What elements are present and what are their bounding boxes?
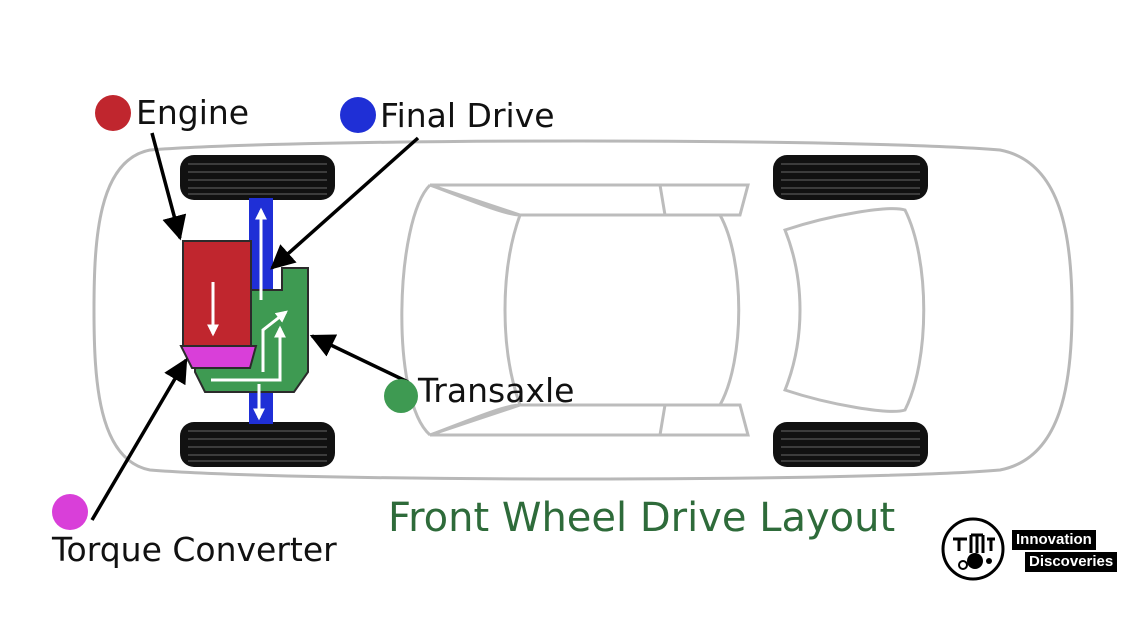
engine-label: Engine [136,93,250,132]
torque-converter-shape [179,345,258,369]
power-flow-arrows [207,207,288,421]
diagram-title: Front Wheel Drive Layout [388,495,896,541]
engine-leader [150,132,187,241]
car-body [92,139,1074,481]
car-cabin [400,183,926,437]
torque-converter-dot [52,494,88,530]
transaxle-leader [309,334,409,384]
torque-converter-leader [90,357,188,521]
engine-dot [95,95,131,131]
final-drive-leader [270,136,420,270]
engine-block [182,240,252,347]
leader-arrows [90,132,420,521]
final-drive-dot [340,97,376,133]
transaxle-label: Transaxle [418,371,575,410]
transaxle-dot [384,379,418,413]
brand-line-2: Discoveries [1025,552,1118,572]
brand-line-1: Innovation [1012,530,1096,550]
final-drive-label: Final Drive [380,96,555,135]
torque-converter-label: Torque Converter [52,530,337,569]
tire-treads [188,163,920,462]
innovation-discoveries-logo [941,517,1005,581]
